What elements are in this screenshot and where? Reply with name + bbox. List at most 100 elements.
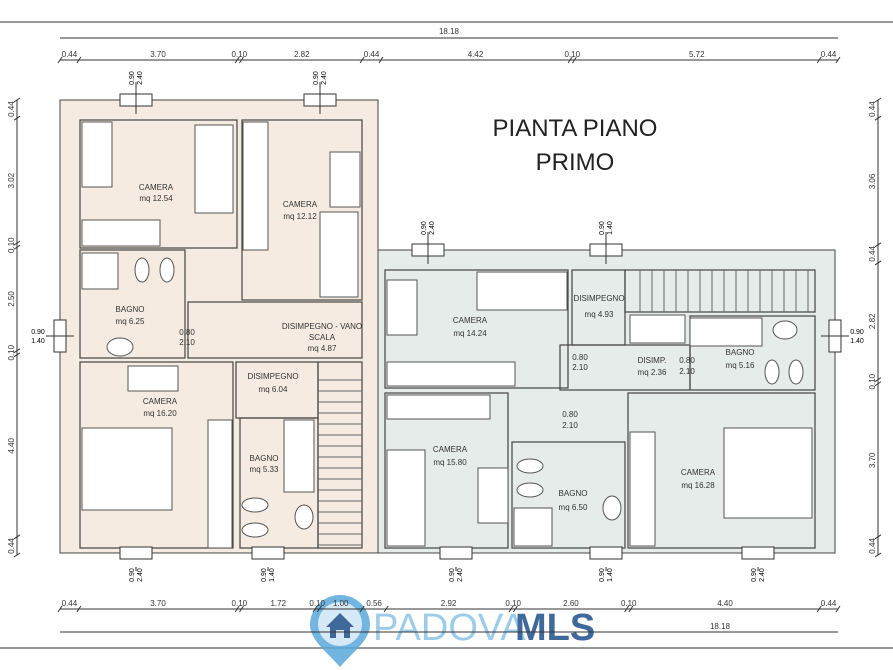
- dimension-tick: [359, 56, 365, 64]
- dimension-label: 0.10: [309, 599, 325, 608]
- dimension-label: 1.72: [270, 599, 286, 608]
- sink: [106, 337, 134, 357]
- room-camera-1628: [627, 392, 816, 549]
- room-name: BAGNO: [250, 454, 279, 463]
- dimension-tick: [13, 352, 21, 358]
- room-name: BAGNO: [559, 489, 588, 498]
- room-name: CAMERA: [139, 183, 174, 192]
- bidet: [788, 359, 804, 385]
- dimension-label: 3.06: [868, 173, 877, 189]
- window-width: 0.90: [31, 329, 45, 336]
- room-area: mq 16.20: [143, 409, 177, 418]
- dimension-tick: [234, 605, 240, 613]
- window: 0.901.40: [31, 319, 74, 353]
- bed: [194, 124, 234, 214]
- dimension-tick: [13, 97, 21, 103]
- dimension-tick: [874, 381, 882, 387]
- dimension-tick: [835, 56, 841, 64]
- dimension-label: 3.02: [7, 172, 16, 188]
- toilet: [764, 359, 780, 385]
- window-height: 2.40: [137, 568, 144, 582]
- bidet: [241, 522, 269, 538]
- room-camera-1254: [79, 119, 238, 249]
- room-name: CAMERA: [143, 397, 178, 406]
- bidet: [159, 257, 175, 283]
- door-width: 0.80: [572, 353, 588, 362]
- desk: [386, 279, 418, 336]
- dimension-tick: [76, 605, 82, 613]
- door-width: 0.80: [179, 328, 195, 337]
- dimension-tick: [874, 534, 882, 540]
- room-name: DISIMPEGNO: [573, 294, 624, 303]
- room-area: mq 12.12: [283, 212, 317, 221]
- room-camera-1424: [384, 269, 569, 389]
- window-width: 0.90: [449, 568, 456, 582]
- desk: [329, 151, 361, 208]
- door-height: 2.10: [179, 338, 195, 347]
- window-height: 1.40: [607, 568, 614, 582]
- dimension-label: 0.10: [564, 50, 580, 59]
- bidet: [516, 482, 544, 498]
- room-name: DISIMPEGNO - VANO: [282, 322, 362, 331]
- sink: [772, 320, 798, 340]
- dimension-label: 4.40: [717, 599, 733, 608]
- dimension-label: 0.44: [62, 599, 78, 608]
- dimension-tick: [571, 56, 577, 64]
- window-width: 0.90: [129, 71, 136, 85]
- dimension-tick: [874, 260, 882, 266]
- room-name: CAMERA: [681, 468, 716, 477]
- dresser: [127, 365, 179, 392]
- window-width: 0.90: [599, 221, 606, 235]
- double-bed: [81, 427, 173, 511]
- sink: [294, 504, 314, 530]
- wardrobe: [207, 419, 233, 549]
- dimension-label: 4.42: [468, 50, 484, 59]
- toilet: [241, 497, 269, 513]
- dimension-tick: [312, 605, 318, 613]
- window-width: 0.90: [421, 221, 428, 235]
- window-width: 0.90: [313, 71, 320, 85]
- dimension-tick: [567, 56, 573, 64]
- room-name: CAMERA: [283, 200, 318, 209]
- double-bed: [723, 427, 813, 519]
- window-height: 2.40: [321, 71, 328, 85]
- window-height: 2.40: [429, 221, 436, 235]
- desk: [81, 121, 113, 188]
- dimension-label: 0.44: [821, 50, 837, 59]
- room-area: mq 6.50: [559, 503, 588, 512]
- dimension-tick: [13, 534, 21, 540]
- dimension-tick: [378, 56, 384, 64]
- dimension-label: 0.44: [7, 538, 16, 554]
- staircase-left: [317, 361, 363, 549]
- wardrobe: [242, 121, 269, 251]
- bathtub: [283, 419, 315, 493]
- dimension-tick: [874, 377, 882, 383]
- room-area: mq 2.36: [638, 368, 667, 377]
- room-area: mq 4.87: [308, 344, 337, 353]
- toilet: [134, 257, 150, 283]
- shower: [81, 252, 119, 290]
- room-area: mq 14.24: [453, 329, 487, 338]
- room-name-2: SCALA: [309, 333, 336, 342]
- plan-title-line2: PRIMO: [536, 149, 615, 176]
- logo-text-mls: MLS: [515, 607, 595, 649]
- dimension-label: 0.10: [621, 599, 637, 608]
- dimension-tick: [13, 115, 21, 121]
- dimension-tick: [816, 605, 822, 613]
- dimension-tick: [239, 605, 244, 613]
- room-bagno-650: [511, 441, 626, 549]
- dimension-tick: [316, 605, 322, 613]
- window-width: 0.90: [751, 568, 758, 582]
- room-name: CAMERA: [453, 316, 488, 325]
- window-height: 1.40: [269, 568, 276, 582]
- window-width: 0.90: [599, 568, 606, 582]
- dimension-label: 0.10: [868, 373, 877, 389]
- room-name: BAGNO: [726, 348, 755, 357]
- dimension-tick: [874, 552, 882, 558]
- dimension-tick: [874, 115, 882, 121]
